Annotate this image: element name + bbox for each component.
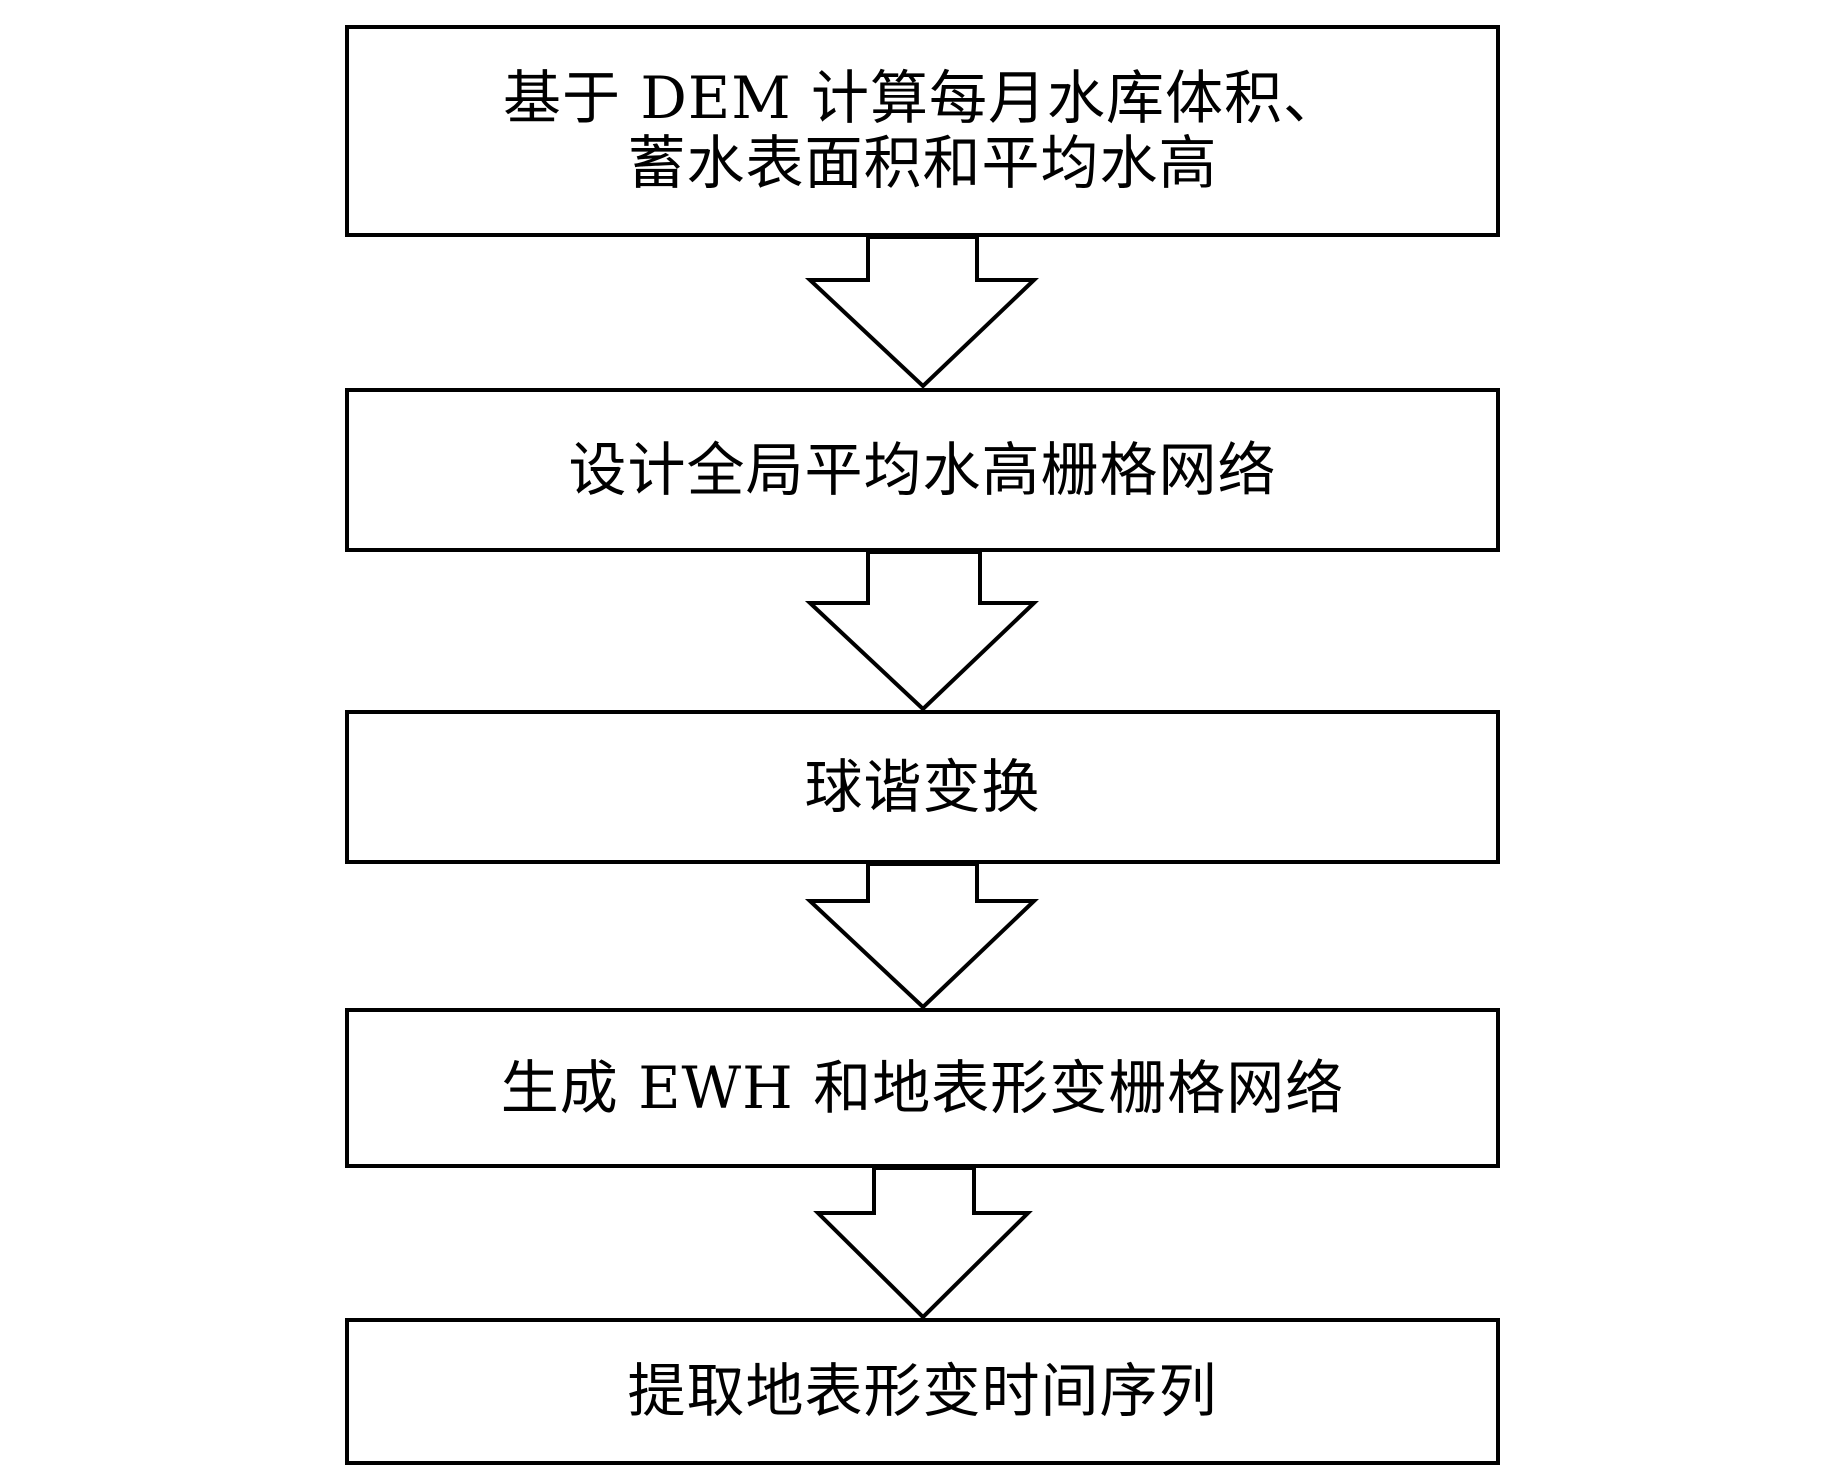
arrow-down-icon-2 (804, 550, 1039, 712)
step-4-box: 生成 EWH 和地表形变栅格网络 (345, 1008, 1500, 1168)
step-1-box: 基于 DEM 计算每月水库体积、 蓄水表面积和平均水高 (345, 25, 1500, 237)
arrow-down-icon-4 (813, 1166, 1033, 1320)
arrow-down-icon-1 (804, 235, 1039, 389)
step-3-label: 球谐变换 (804, 752, 1041, 821)
step-2-label: 设计全局平均水高栅格网络 (568, 435, 1277, 504)
step-5-label: 提取地表形变时间序列 (627, 1357, 1218, 1426)
step-4-label: 生成 EWH 和地表形变栅格网络 (500, 1053, 1345, 1122)
step-3-box: 球谐变换 (345, 710, 1500, 864)
step-2-box: 设计全局平均水高栅格网络 (345, 388, 1500, 552)
step-5-box: 提取地表形变时间序列 (345, 1318, 1500, 1465)
arrow-down-icon-3 (804, 862, 1039, 1010)
step-1-label: 基于 DEM 计算每月水库体积、 蓄水表面积和平均水高 (502, 64, 1343, 197)
